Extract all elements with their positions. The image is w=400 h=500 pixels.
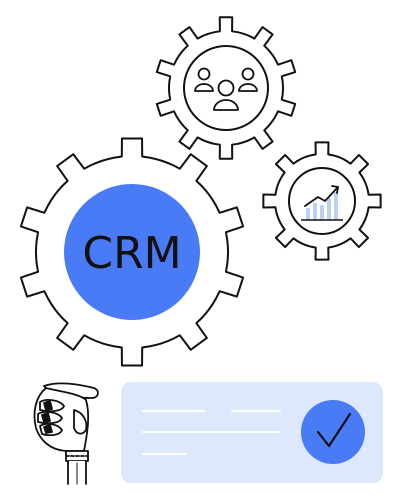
card-text-lines	[142, 410, 281, 455]
growth-gear-inner-ring	[288, 167, 356, 235]
crm-label: CRM	[82, 228, 181, 279]
crm-gear-hub	[64, 184, 200, 320]
confirmation-card	[121, 382, 383, 483]
check-circle	[301, 400, 365, 464]
growth-gear	[262, 141, 382, 261]
robot-hand-icon	[33, 382, 99, 485]
people-group-icon	[194, 67, 258, 111]
crm-gear: CRM	[19, 137, 245, 367]
checkmark-icon	[316, 412, 352, 448]
team-gear	[155, 16, 297, 160]
trend-chart-icon	[301, 185, 343, 221]
